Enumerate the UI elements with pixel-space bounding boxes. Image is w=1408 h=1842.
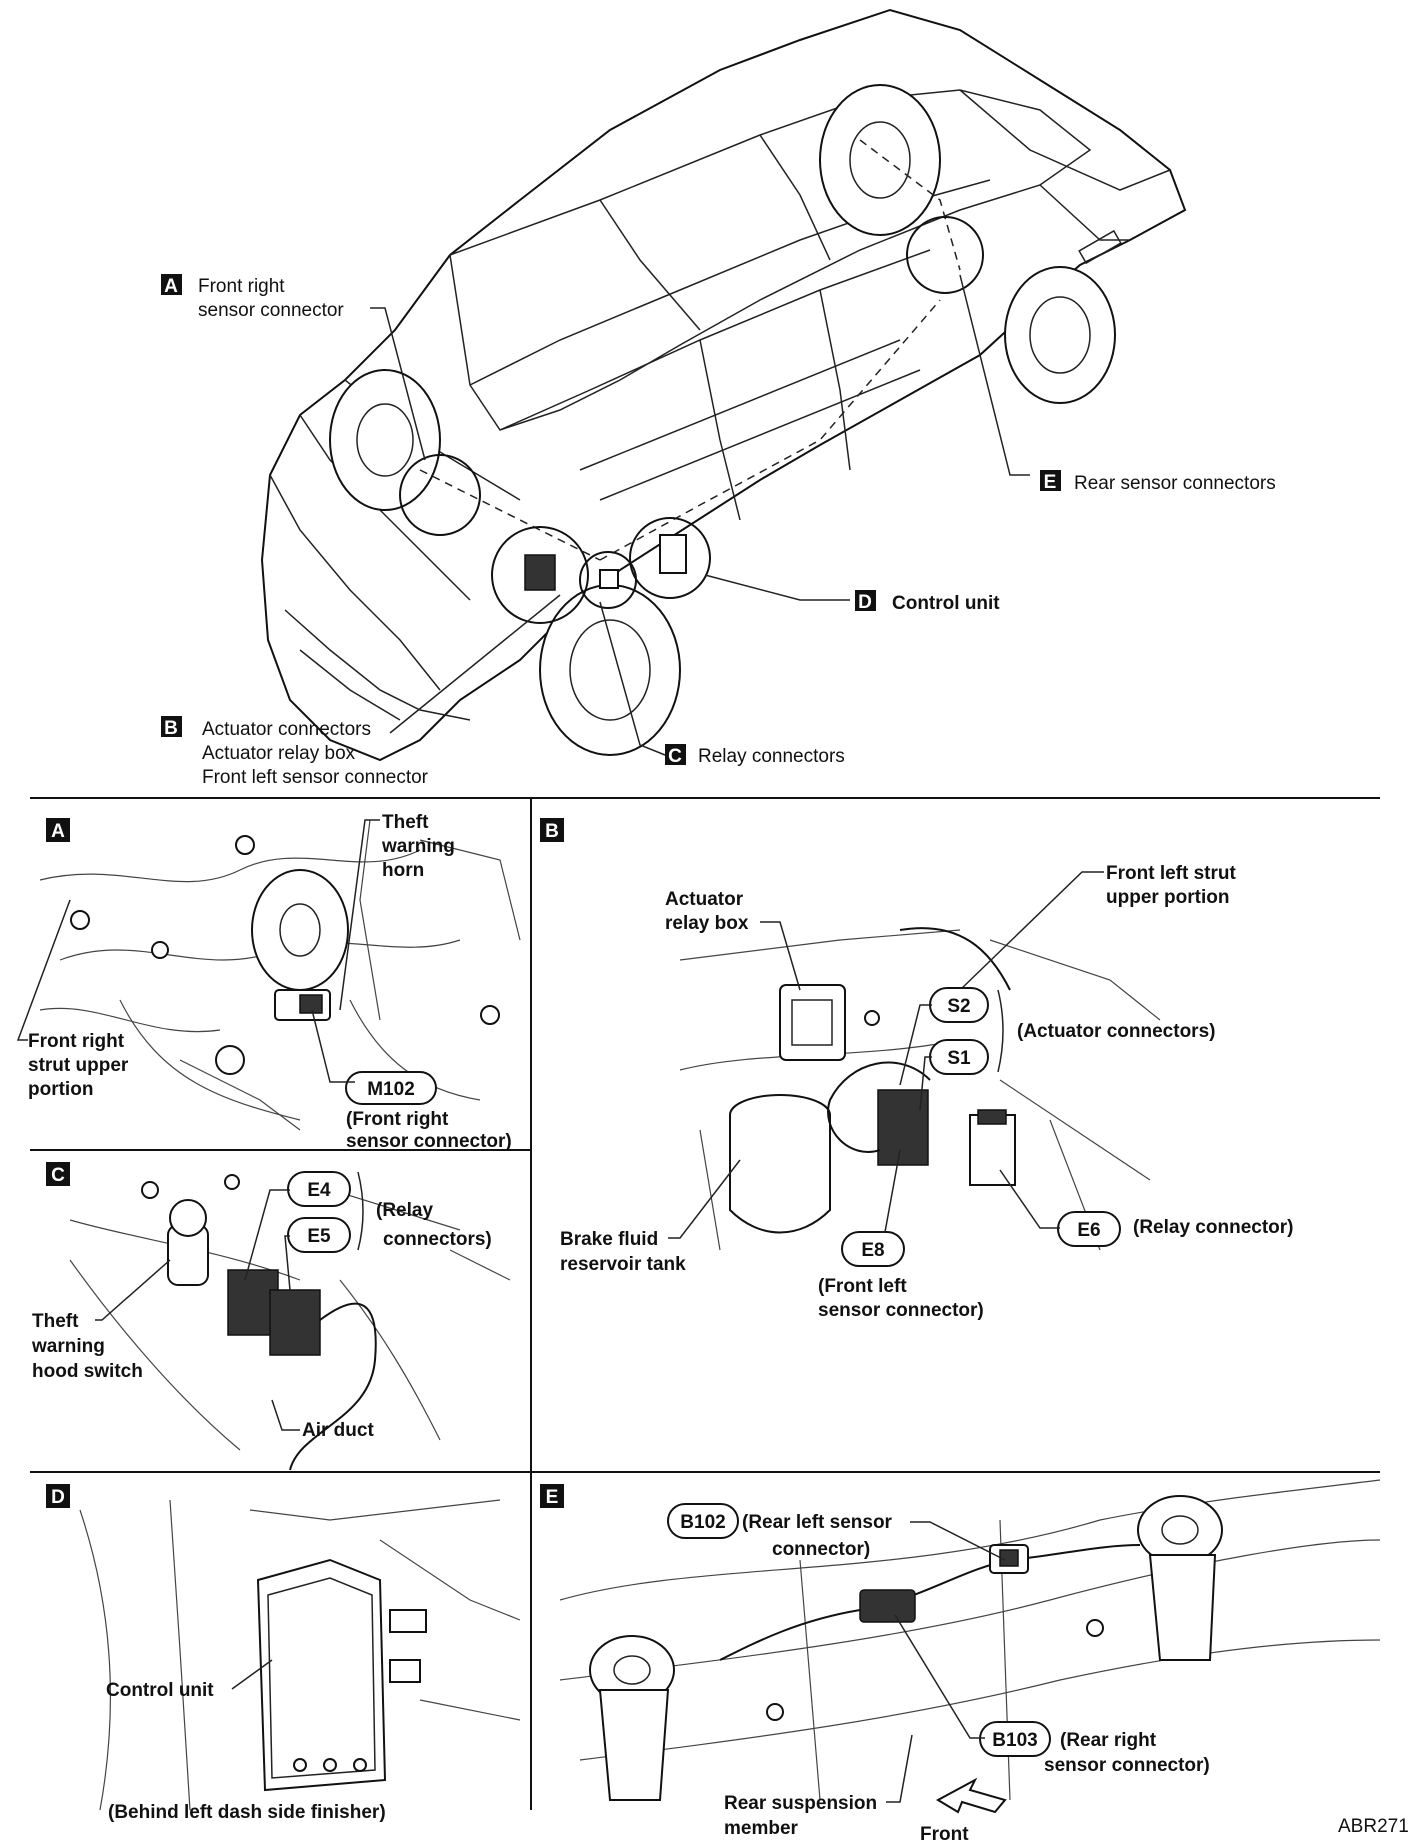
svg-text:(Front left: (Front left [818, 1276, 907, 1297]
svg-text:(Behind left dash side finishe: (Behind left dash side finisher) [108, 1802, 386, 1823]
svg-text:(Rear left sensor: (Rear left sensor [742, 1512, 893, 1533]
svg-text:B: B [164, 718, 178, 739]
svg-text:Rear suspension: Rear suspension [724, 1793, 877, 1814]
callout-d: D Control unit [855, 590, 1000, 614]
svg-text:Front left sensor connector: Front left sensor connector [202, 767, 429, 788]
svg-text:Control unit: Control unit [892, 593, 1000, 614]
svg-text:S2: S2 [947, 996, 970, 1017]
svg-text:sensor connector: sensor connector [198, 300, 344, 321]
svg-text:Theft: Theft [32, 1311, 79, 1332]
svg-text:warning: warning [31, 1336, 105, 1357]
svg-text:E4: E4 [307, 1180, 331, 1201]
svg-text:(Relay connector): (Relay connector) [1133, 1217, 1293, 1238]
svg-text:Brake fluid: Brake fluid [560, 1229, 658, 1250]
svg-text:Control unit: Control unit [106, 1680, 214, 1701]
svg-text:warning: warning [381, 836, 455, 857]
svg-text:sensor connector): sensor connector) [346, 1131, 512, 1152]
svg-text:Theft: Theft [382, 812, 429, 833]
svg-text:D: D [858, 592, 872, 613]
svg-text:Relay connectors: Relay connectors [698, 746, 845, 767]
panel-b: B Actuator relay box Front left strut up… [540, 818, 1293, 1321]
car-illustration [260, 8, 1187, 762]
panel-c: C E4 E5 (Relay connectors) Theft warning… [31, 1162, 511, 1471]
svg-text:(Front right: (Front right [346, 1109, 449, 1130]
figure-code: ABR271 [1338, 1816, 1408, 1837]
panel-grid [30, 797, 1380, 1810]
svg-text:horn: horn [382, 860, 424, 881]
svg-text:Front: Front [920, 1824, 969, 1842]
svg-text:M102: M102 [367, 1079, 415, 1100]
svg-text:(Rear right: (Rear right [1060, 1730, 1157, 1751]
svg-text:Front right: Front right [28, 1031, 125, 1052]
svg-text:A: A [164, 276, 178, 297]
svg-text:hood switch: hood switch [32, 1361, 143, 1382]
svg-text:upper portion: upper portion [1106, 887, 1229, 908]
panel-a: A Theft warning horn Front right strut u… [16, 812, 521, 1152]
svg-text:E: E [546, 1487, 559, 1508]
svg-text:B103: B103 [992, 1730, 1037, 1751]
svg-text:sensor connector): sensor connector) [1044, 1755, 1210, 1776]
svg-text:relay box: relay box [665, 913, 749, 934]
svg-text:connectors): connectors) [383, 1229, 492, 1250]
svg-text:E: E [1044, 472, 1057, 493]
svg-text:E5: E5 [307, 1226, 331, 1247]
svg-text:(Actuator connectors): (Actuator connectors) [1017, 1021, 1215, 1042]
svg-text:sensor connector): sensor connector) [818, 1300, 984, 1321]
svg-text:B102: B102 [680, 1512, 725, 1533]
svg-text:Actuator connectors: Actuator connectors [202, 719, 371, 740]
svg-text:C: C [668, 746, 682, 767]
svg-text:E8: E8 [861, 1240, 884, 1261]
svg-text:A: A [51, 821, 65, 842]
panel-e: E B102 (Rear left sensor connector) B103… [540, 1479, 1381, 1842]
callout-b: B Actuator connectors Actuator relay box… [161, 716, 429, 788]
callout-e: E Rear sensor connectors [1040, 470, 1276, 494]
svg-text:member: member [724, 1818, 799, 1839]
callout-c: C Relay connectors [665, 744, 845, 767]
svg-text:(Relay: (Relay [376, 1200, 433, 1221]
svg-text:reservoir tank: reservoir tank [560, 1254, 686, 1275]
svg-text:strut upper: strut upper [28, 1055, 129, 1076]
svg-text:Front right: Front right [198, 276, 285, 297]
svg-text:portion: portion [28, 1079, 93, 1100]
svg-text:E6: E6 [1077, 1220, 1100, 1241]
svg-text:Actuator: Actuator [665, 889, 744, 910]
svg-text:Front left strut: Front left strut [1106, 863, 1236, 884]
callout-a: A Front right sensor connector [161, 274, 344, 321]
svg-text:Air duct: Air duct [302, 1420, 374, 1441]
svg-text:B: B [545, 821, 559, 842]
svg-text:Rear sensor connectors: Rear sensor connectors [1074, 473, 1276, 494]
svg-text:S1: S1 [947, 1048, 971, 1069]
svg-text:connector): connector) [772, 1539, 870, 1560]
svg-text:Actuator relay box: Actuator relay box [202, 743, 356, 764]
panel-d: D Control unit (Behind left dash side fi… [46, 1484, 521, 1823]
svg-text:C: C [51, 1165, 65, 1186]
svg-text:D: D [51, 1487, 65, 1508]
